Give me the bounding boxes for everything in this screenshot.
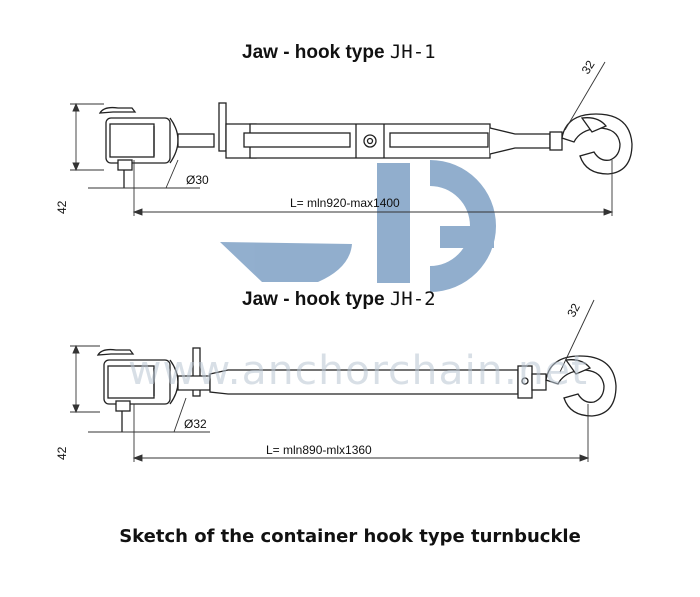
turnbuckle-jh1 [98, 102, 633, 188]
diagram2-hook-dimension: 32 [564, 301, 583, 320]
diagram-jh2: Jaw - hook type JH-2 [55, 288, 617, 462]
diagram2-title: Jaw - hook type JH-2 [242, 288, 436, 310]
turnbuckle-jh2 [96, 347, 617, 432]
watermark-text: www.anchorchain.net [128, 348, 588, 394]
logo-letter-i [377, 163, 410, 283]
diagram1-title: Jaw - hook type JH-1 [242, 41, 436, 63]
diagram1-height-dimension: 42 [55, 200, 69, 214]
logo-boat-hull [220, 242, 352, 282]
logo-letter-g [430, 160, 496, 292]
dimensions-jh1 [70, 61, 614, 216]
diagram2-height-dimension: 42 [55, 446, 69, 460]
dimensions-jh2 [70, 299, 595, 462]
diagram2-diameter-label: Ø32 [184, 417, 207, 431]
caption: Sketch of the container hook type turnbu… [119, 526, 581, 547]
diagram2-length-label: L= mln890-mlx1360 [266, 443, 372, 457]
diagram1-diameter-label: Ø30 [186, 173, 209, 187]
diagram-jh1: Jaw - hook type JH-1 [55, 41, 633, 216]
logo-letter-g-bar [440, 226, 494, 248]
diagram1-hook-dimension: 32 [579, 58, 598, 77]
watermark-logo [220, 160, 496, 292]
diagram1-length-label: L= mln920-max1400 [290, 196, 400, 210]
